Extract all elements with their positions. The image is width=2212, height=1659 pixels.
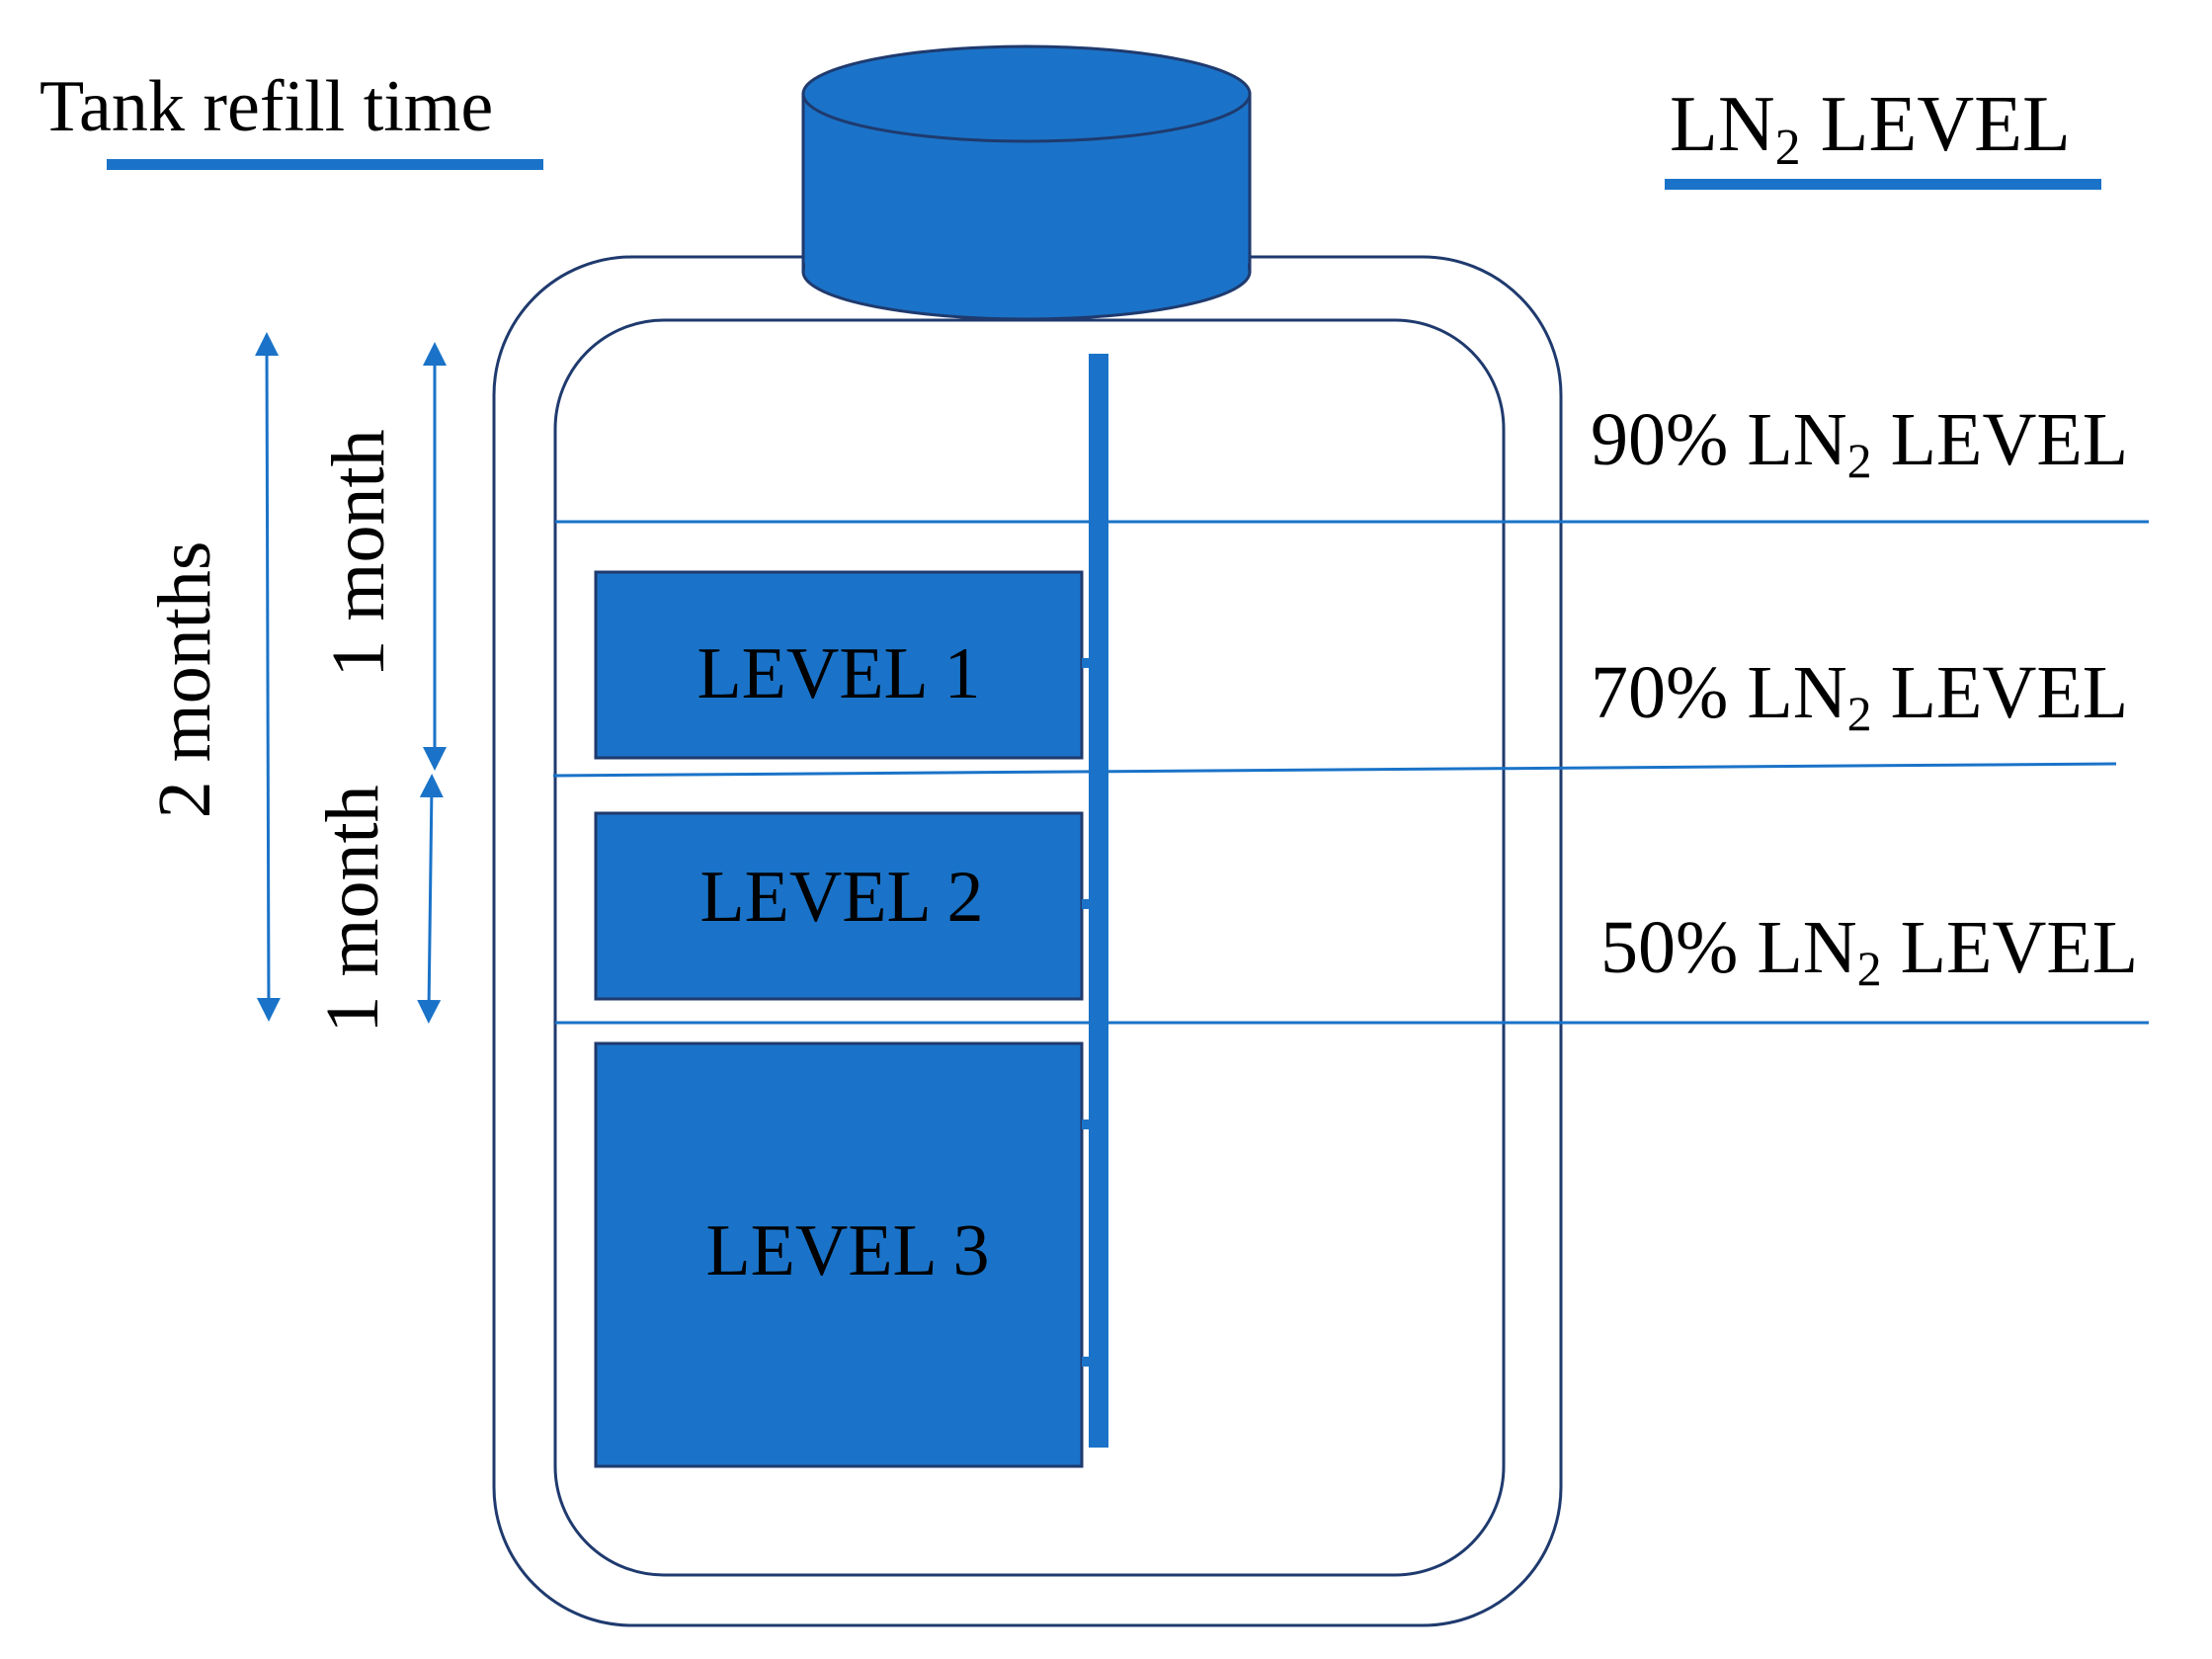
canister-box-1: [594, 570, 1084, 760]
canister-level-3: LEVEL 3: [594, 1041, 1084, 1468]
canister-level-2: LEVEL 2: [594, 811, 1084, 1001]
canister-level-1: LEVEL 1: [594, 570, 1084, 760]
label-one-month-lower: 1 month: [311, 785, 394, 1033]
canister-rod: [1082, 354, 1108, 1448]
canister-box-3: [594, 1041, 1084, 1468]
arrow-one-month-lower: [417, 774, 444, 1024]
level-line-70: [552, 762, 2117, 778]
level-label-50: 50% LN2 LEVEL: [1600, 906, 2138, 996]
canister-label-3: LEVEL 3: [705, 1210, 989, 1291]
refill-time-header: Tank refill time: [40, 66, 543, 170]
level-label-90: 90% LN2 LEVEL: [1591, 398, 2128, 488]
tank-lid: [801, 44, 1252, 321]
canister-label-2: LEVEL 2: [699, 857, 983, 938]
rod-tab-3: [1082, 1120, 1094, 1129]
rod-tab-4: [1082, 1357, 1094, 1367]
ln2-level-title: LN2 LEVEL: [1670, 81, 2071, 176]
canister-label-1: LEVEL 1: [696, 633, 980, 714]
refill-time-title: Tank refill time: [40, 66, 493, 147]
level-label-70: 70% LN2 LEVEL: [1591, 651, 2128, 741]
ln2-level-header: LN2 LEVEL: [1665, 81, 2101, 190]
arrow-two-months: [255, 332, 281, 1022]
ln2-level-underline: [1665, 179, 2101, 190]
rod-bar: [1089, 354, 1108, 1448]
refill-time-underline: [107, 159, 543, 170]
rod-tab-1: [1082, 658, 1094, 668]
label-one-month-upper: 1 month: [317, 429, 400, 677]
label-two-months: 2 months: [143, 541, 226, 819]
rod-tab-2: [1082, 899, 1094, 909]
